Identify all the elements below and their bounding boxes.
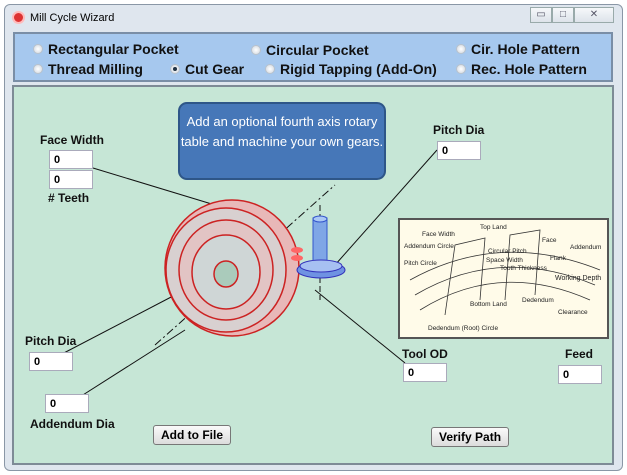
gear-terminology-diagram: Top Land Face Width Addendum Circle Pitc…: [398, 218, 609, 339]
diagram-label: Space Width: [486, 257, 523, 264]
feed-label: Feed: [565, 347, 594, 361]
gear-icon: [164, 199, 303, 337]
radio-label: Circular Pocket: [266, 42, 369, 58]
radio-cir-hole-pattern[interactable]: Cir. Hole Pattern: [456, 41, 580, 57]
app-icon: [12, 11, 25, 24]
cycle-type-panel: [13, 32, 613, 82]
pitch-dia-right-label: Pitch Dia: [433, 123, 485, 137]
pitch-dia-left-label: Pitch Dia: [25, 334, 77, 348]
feed-input[interactable]: [558, 365, 602, 384]
gear-tooth-diagram: Top Land Face Width Addendum Circle Pitc…: [404, 224, 601, 332]
radio-selected-icon: [170, 64, 180, 74]
radio-label: Cut Gear: [185, 61, 245, 77]
pitch-dia-right-input[interactable]: [437, 141, 481, 160]
diagram-label: Tooth Thickness: [500, 265, 548, 272]
radio-thread-milling[interactable]: Thread Milling: [33, 61, 143, 77]
radio-rectangular-pocket[interactable]: Rectangular Pocket: [33, 41, 179, 57]
radio-icon: [33, 64, 43, 74]
radio-circular-pocket[interactable]: Circular Pocket: [251, 42, 369, 58]
leader-line: [59, 294, 176, 356]
pitch-dia-left-input[interactable]: [29, 352, 73, 371]
radio-icon: [33, 44, 43, 54]
diagram-label: Dedendum: [522, 297, 554, 304]
radio-label: Thread Milling: [48, 61, 143, 77]
minimize-button[interactable]: ▭: [530, 7, 552, 23]
addendum-dia-input[interactable]: [45, 394, 89, 413]
diagram-label: Circular Pitch: [488, 248, 527, 255]
leader-line: [334, 149, 438, 266]
radio-label: Rec. Hole Pattern: [471, 61, 587, 77]
verify-path-button[interactable]: Verify Path: [431, 427, 510, 447]
face-width-label: Face Width: [40, 133, 104, 147]
face-width-input[interactable]: [49, 150, 93, 169]
radio-rec-hole-pattern[interactable]: Rec. Hole Pattern: [456, 61, 587, 77]
info-callout: Add an optional fourth axis rotary table…: [178, 102, 386, 180]
radio-icon: [456, 64, 466, 74]
diagram-label-working-depth: Working Depth: [555, 275, 601, 282]
leader-line: [314, 289, 406, 364]
tool-od-input[interactable]: [403, 363, 447, 382]
radio-rigid-tapping[interactable]: Rigid Tapping (Add-On): [265, 61, 437, 77]
close-button[interactable]: ✕: [574, 7, 614, 23]
diagram-label: Dedendum (Root) Circle: [428, 325, 498, 332]
diagram-label: Pitch Circle: [404, 260, 437, 267]
addendum-dia-label: Addendum Dia: [30, 417, 115, 431]
radio-icon: [265, 64, 275, 74]
diagram-label: Face Width: [422, 231, 455, 238]
radio-label: Cir. Hole Pattern: [471, 41, 580, 57]
diagram-label: Top Land: [480, 224, 507, 231]
radio-icon: [456, 44, 466, 54]
window-title: Mill Cycle Wizard: [30, 12, 115, 24]
radio-label: Rigid Tapping (Add-On): [280, 61, 437, 77]
tool-od-label: Tool OD: [402, 347, 448, 361]
diagram-label: Addendum: [570, 244, 601, 251]
leader-line: [92, 167, 216, 206]
diagram-label: Addendum Circle: [404, 243, 454, 250]
teeth-label: # Teeth: [48, 191, 90, 205]
diagram-label: Flank: [550, 255, 567, 262]
add-to-file-button[interactable]: Add to File: [153, 425, 231, 445]
cutter-tool-icon: [296, 215, 346, 279]
maximize-button[interactable]: □: [552, 7, 574, 23]
diagram-label: Clearance: [558, 309, 588, 316]
radio-label: Rectangular Pocket: [48, 41, 179, 57]
diagram-label: Bottom Land: [470, 301, 507, 308]
teeth-input[interactable]: [49, 170, 93, 189]
diagram-label: Face: [542, 237, 557, 244]
radio-cut-gear[interactable]: Cut Gear: [170, 61, 244, 77]
leader-line: [74, 329, 186, 401]
radio-icon: [251, 45, 261, 55]
